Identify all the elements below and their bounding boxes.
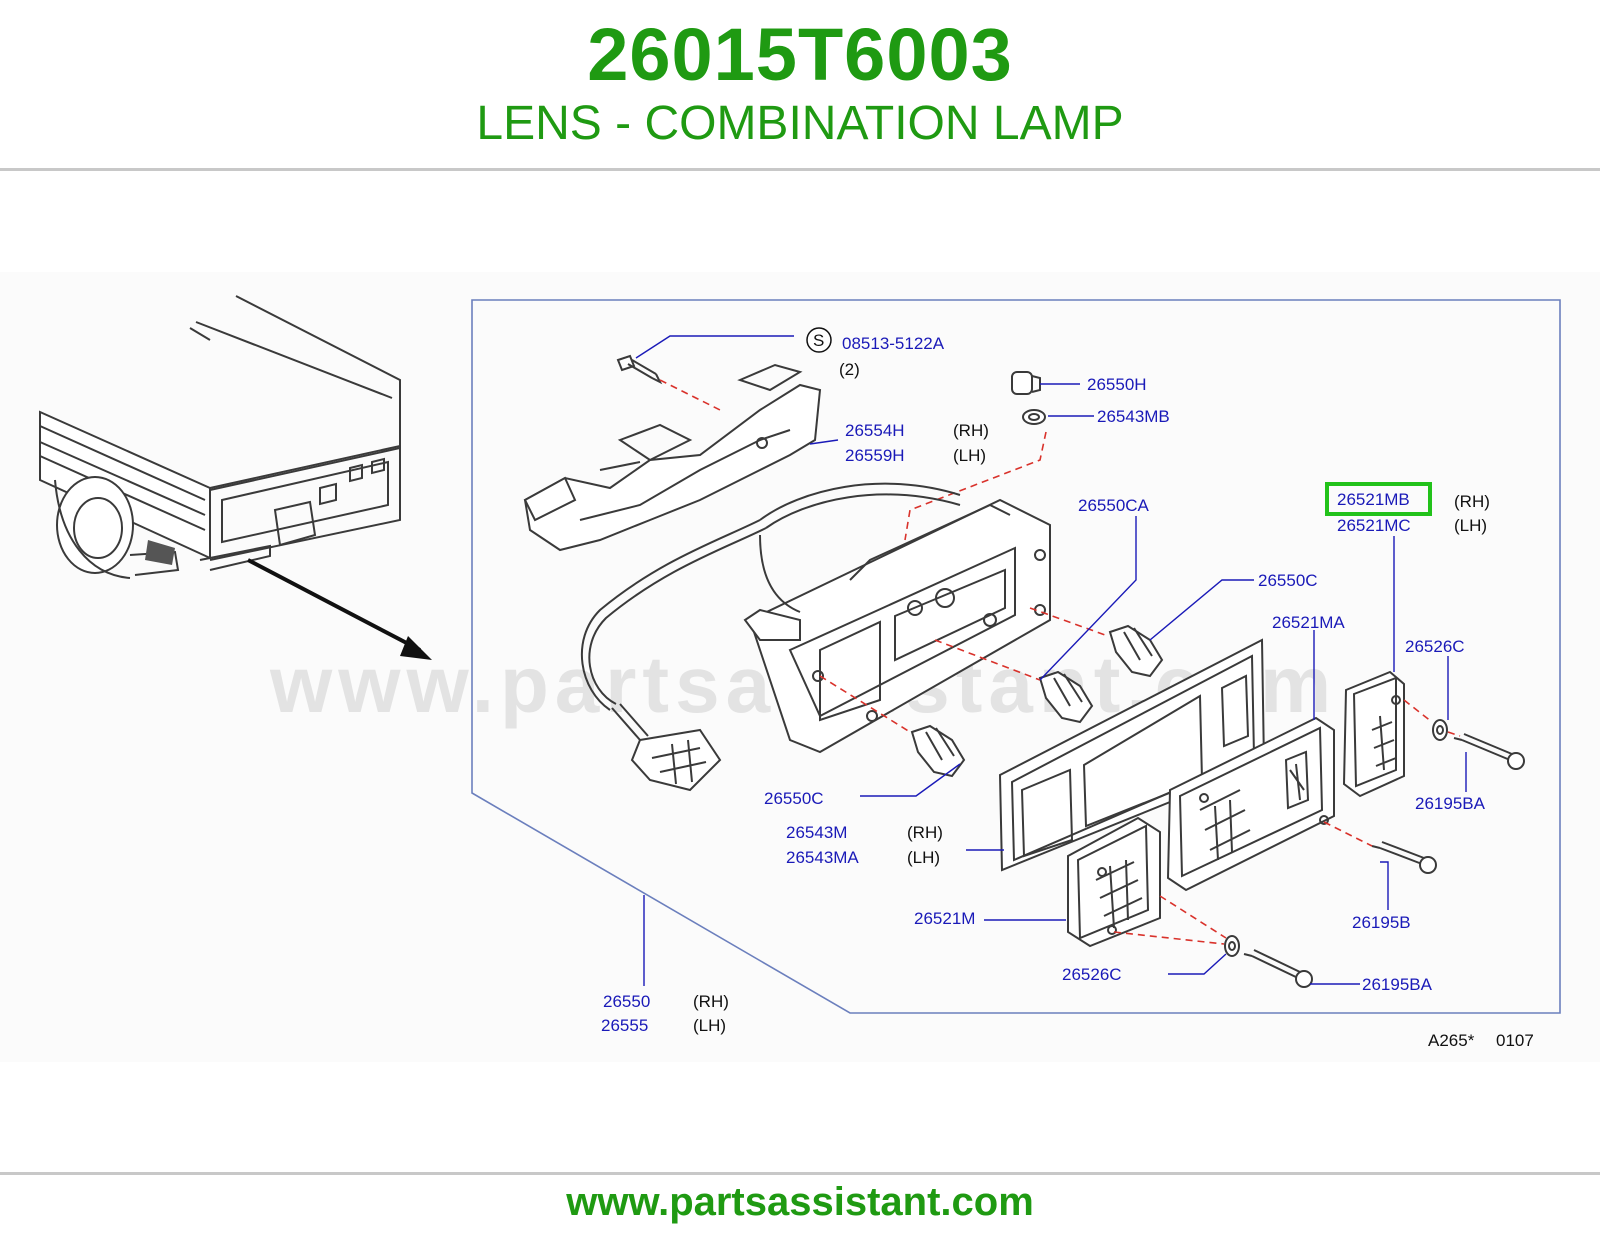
part-number-title: 26015T6003 [587,13,1013,96]
diagram-code: A265* [1428,1031,1475,1050]
label-26521MC-side: (LH) [1454,516,1487,535]
bulb-26550C-lower-part [910,724,966,778]
lamp-housing-part [743,498,1051,754]
label-26521MC[interactable]: 26521MC [1337,516,1411,535]
label-26526C-upper[interactable]: 26526C [1405,637,1465,656]
dash-bulbs [819,607,1109,733]
standard-part-letter: S [813,331,824,350]
highlight-box [1325,482,1432,516]
footer-divider [0,1172,1600,1175]
dash-middle-screw [1323,821,1373,847]
screw-26195B-part [1371,841,1437,874]
label-08513-5122A[interactable]: 08513-5122A [842,334,945,353]
wire-harness-part [580,482,961,792]
label-26543MB[interactable]: 26543MB [1097,407,1170,426]
label-26554H[interactable]: 26554H [845,421,905,440]
bulb-26550H-part [1011,371,1046,425]
truck-overview-illustration [39,295,432,660]
dash-right-fasteners [1403,699,1461,737]
label-26555-side: (LH) [693,1016,726,1035]
label-26195BA-lower[interactable]: 26195BA [1362,975,1433,994]
label-26543M-side: (RH) [907,823,943,842]
label-26521MB[interactable]: 26521MB [1337,490,1410,509]
detail-arrow-head [400,636,432,660]
label-26554H-side: (RH) [953,421,989,440]
label-26526C-lower[interactable]: 26526C [1062,965,1122,984]
screw-08513-part [616,354,663,385]
lens-26521MB-part [1342,670,1405,798]
washer-26526C-lower-part [1224,935,1240,957]
washer-26526C-upper-part [1432,719,1448,741]
assembly-frame [471,299,1561,1014]
detail-arrow-line [247,558,421,652]
leader-lines [635,335,1467,986]
label-26521M[interactable]: 26521M [914,909,975,928]
label-26550[interactable]: 26550 [603,992,650,1011]
label-26559H[interactable]: 26559H [845,446,905,465]
label-26195B[interactable]: 26195B [1352,913,1411,932]
lens-26521MA-part [1166,716,1335,892]
bulb-26550C-upper-part [1108,624,1164,678]
standard-part-symbol [806,327,832,353]
label-26195BA-upper[interactable]: 26195BA [1415,794,1486,813]
label-26550-side: (RH) [693,992,729,1011]
label-26550C-lower[interactable]: 26550C [764,789,824,808]
bracket-part [523,363,822,552]
screw-26195BA-upper-part [1453,733,1525,770]
label-26521MB-side: (RH) [1454,492,1490,511]
header-divider [0,168,1600,171]
screw-26195BA-lower-part [1243,949,1313,988]
lens-26521M-part [1067,816,1161,948]
label-26543MA[interactable]: 26543MA [786,848,859,867]
part-description: LENS - COMBINATION LAMP [476,97,1124,150]
dash-bulb-housing [904,431,1047,541]
dash-lower-fasteners [1113,895,1227,945]
label-26550H[interactable]: 26550H [1087,375,1147,394]
diagram-date: 0107 [1496,1031,1534,1050]
label-26550C-upper[interactable]: 26550C [1258,571,1318,590]
label-26543MA-side: (LH) [907,848,940,867]
label-26550CA[interactable]: 26550CA [1078,496,1150,515]
label-26555[interactable]: 26555 [601,1016,648,1035]
page-header: 26015T6003 LENS - COMBINATION LAMP [0,0,1600,170]
label-26543M[interactable]: 26543M [786,823,847,842]
label-quantity-2: (2) [839,360,860,379]
label-26559H-side: (LH) [953,446,986,465]
bulb-26550CA-part [1038,670,1094,724]
label-26521MA[interactable]: 26521MA [1272,613,1345,632]
mudflap-shade [145,540,175,565]
footer-site-url[interactable]: www.partsassistant.com [566,1180,1034,1224]
